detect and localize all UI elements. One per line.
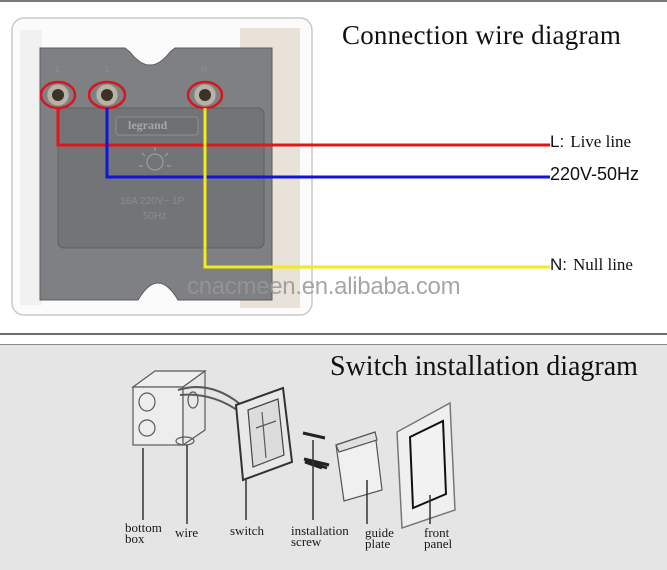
device-brand: legrand bbox=[128, 118, 168, 132]
label-wire: wire bbox=[175, 525, 199, 540]
brand-plate bbox=[115, 116, 199, 136]
lightbulb-icon bbox=[139, 147, 171, 171]
device-frequency: 50Hz bbox=[143, 211, 167, 222]
neutral-wire-yellow bbox=[203, 108, 550, 269]
connection-diagram-title: Connection wire diagram bbox=[342, 20, 622, 50]
live-wire-blue bbox=[105, 108, 550, 179]
label-installation-screw: installation screw bbox=[291, 523, 349, 549]
label-switch: switch bbox=[230, 523, 264, 538]
device-rating: 16A 220V~ 1P bbox=[120, 196, 185, 207]
installation-diagram-panel bbox=[0, 345, 667, 570]
terminal-n bbox=[186, 80, 224, 110]
watermark: cnacmeen.en.alibaba.com bbox=[187, 273, 461, 300]
label-guide-plate: guide plate bbox=[365, 525, 394, 551]
wall-plate-frame-left bbox=[20, 30, 42, 305]
null-line-name: Null line bbox=[573, 255, 633, 274]
terminal-l2 bbox=[87, 80, 127, 110]
installation-diagram-title: Switch installation diagram bbox=[330, 351, 638, 382]
live-line-code: L: bbox=[550, 132, 565, 151]
null-line-label: N: Null line bbox=[550, 255, 633, 275]
live-line-name: Live line bbox=[570, 132, 632, 151]
terminal-marking-l2: L bbox=[105, 64, 111, 74]
live-line-label: L: Live line bbox=[550, 132, 631, 152]
voltage-label: 220V-50Hz bbox=[550, 164, 640, 184]
panel-divider bbox=[0, 335, 667, 345]
terminal-l1 bbox=[39, 80, 77, 110]
terminal-marking-l1: L bbox=[56, 64, 62, 74]
null-line-code: N: bbox=[550, 255, 567, 274]
label-front-panel: front panel bbox=[424, 525, 453, 551]
terminal-marking-n: N bbox=[201, 64, 208, 74]
label-bottom-box: bottom box bbox=[125, 520, 162, 546]
live-wire-red bbox=[56, 108, 550, 147]
